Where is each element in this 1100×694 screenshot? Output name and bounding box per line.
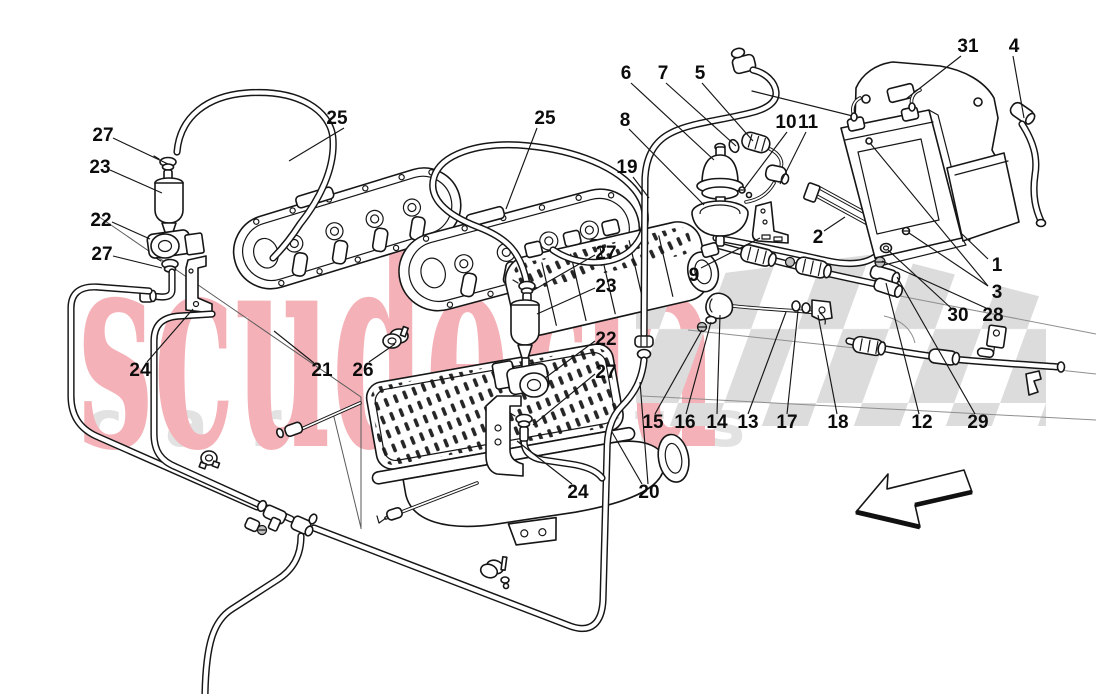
- part-number-label: 27: [595, 362, 617, 383]
- hose-25-center: [430, 142, 648, 287]
- canister-shroud: [946, 152, 1020, 242]
- breather-hose-4: [1019, 121, 1044, 224]
- pipe-assembly-13-18: [696, 292, 833, 333]
- part-number-label: 21: [311, 360, 333, 381]
- part-number-label: 25: [326, 108, 348, 129]
- part-number-label: 22: [90, 210, 112, 231]
- part-number-label: 31: [957, 36, 979, 57]
- part-number-label: 22: [595, 329, 617, 350]
- part-number-label: 4: [1008, 36, 1020, 57]
- hose-19-and-junction: [634, 47, 780, 360]
- fuel-hose-bundle: [712, 234, 904, 299]
- part-number-label: 27: [92, 125, 114, 146]
- part-number-label: 11: [797, 112, 819, 133]
- part-number-label: 15: [642, 412, 664, 433]
- center-purge-valve-assembly: [485, 279, 550, 477]
- part-number-label: 25: [534, 108, 556, 129]
- part-number-label: 14: [706, 412, 728, 433]
- part-number-label: 20: [638, 482, 660, 503]
- part-number-label: 23: [595, 276, 617, 297]
- bracket-24-center: [485, 395, 524, 477]
- part-number-label: 24: [567, 482, 589, 503]
- checkered-flag-watermark: [636, 254, 1046, 426]
- air-cleaner-box: [365, 343, 690, 546]
- part-number-label: 2: [812, 227, 824, 248]
- leader-lines: [109, 55, 1025, 485]
- part-number-label: 12: [911, 412, 933, 433]
- part-number-label: 28: [982, 305, 1004, 326]
- part-number-label: 27: [91, 244, 113, 265]
- part-number-label: 5: [694, 63, 706, 84]
- part-number-label: 18: [827, 412, 849, 433]
- direction-arrow-icon: [855, 469, 973, 530]
- part-number-label: 26: [352, 360, 374, 381]
- part-number-label: 9: [688, 265, 700, 286]
- part-number-label: 1: [991, 255, 1003, 276]
- part-number-label: 10: [775, 112, 797, 133]
- part-number-label: 13: [737, 412, 759, 433]
- charcoal-canister-assembly: [840, 61, 1047, 268]
- part-number-label: 30: [947, 305, 969, 326]
- part-number-label: 16: [674, 412, 696, 433]
- part-number-label: 6: [620, 63, 632, 84]
- part-number-label: 29: [967, 412, 989, 433]
- hose-25-left: [174, 90, 336, 261]
- part-number-label: 24: [129, 360, 151, 381]
- hose-fittings-cluster: [198, 421, 510, 590]
- left-cam-cover: [232, 167, 462, 290]
- part-number-label: 23: [89, 157, 111, 178]
- part-number-label: 7: [657, 63, 669, 84]
- part-number-label: 8: [619, 110, 631, 131]
- part-number-label: 17: [776, 412, 798, 433]
- hose-network: [67, 283, 648, 694]
- antievaporation-valve: [691, 90, 898, 258]
- part-number-label: 27: [595, 243, 617, 264]
- left-purge-valve-assembly: [139, 155, 213, 314]
- part-number-label: 19: [616, 157, 638, 178]
- part-number-label: 3: [991, 282, 1003, 303]
- clamp-26: [382, 325, 409, 349]
